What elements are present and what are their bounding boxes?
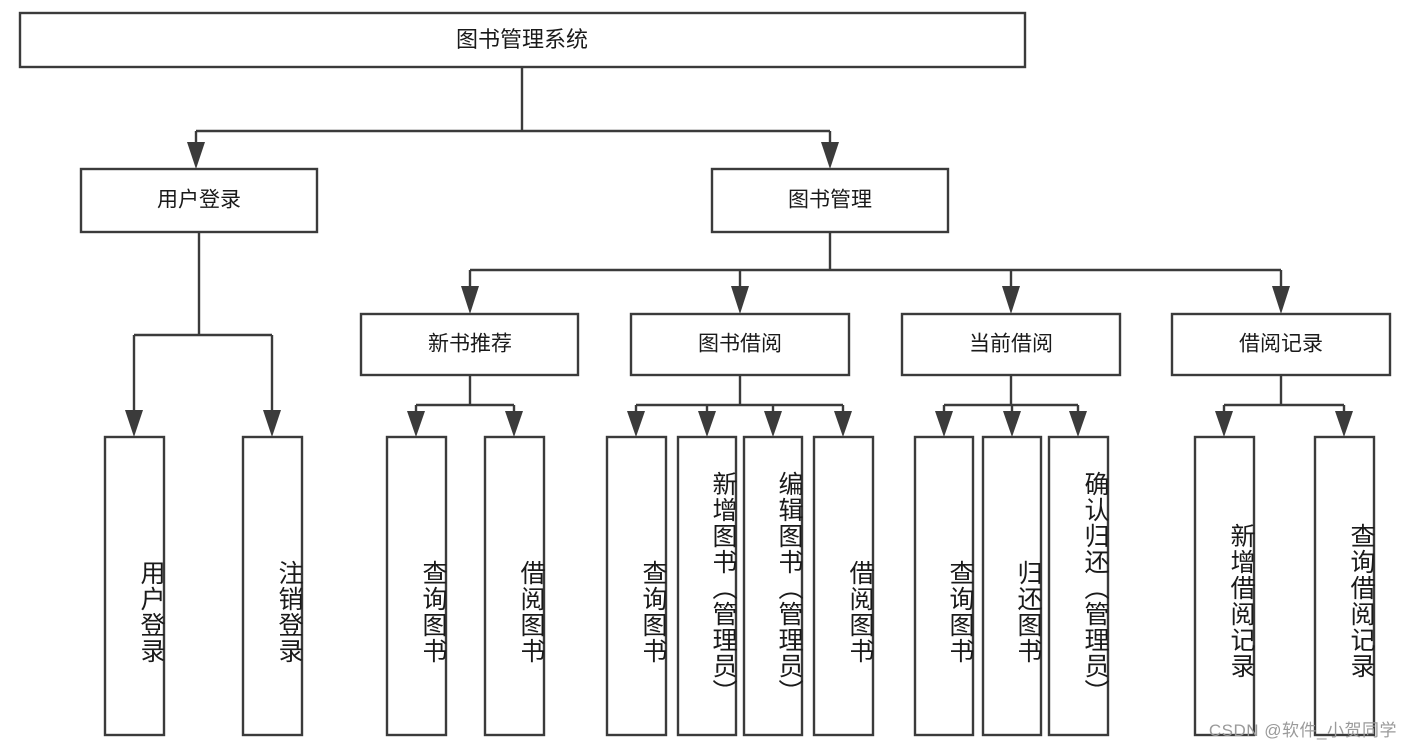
arrow-head-icon [263, 410, 281, 437]
node-label-borrow-record: 借阅记录 [1239, 333, 1323, 356]
leaf-box-borrow-book-2[interactable] [812, 435, 875, 737]
arrow-head-icon [627, 411, 645, 437]
node-label-root: 图书管理系统 [456, 27, 588, 52]
node-label-current-borrow: 当前借阅 [969, 333, 1053, 356]
leaf-box-query-book-3[interactable] [913, 435, 975, 737]
leaf-box-query-borrow-record[interactable] [1313, 435, 1376, 737]
arrow-head-icon [698, 411, 716, 437]
node-book-management[interactable]: 图书管理 [710, 167, 950, 234]
connector-newbook-to-leaves [407, 375, 523, 437]
node-root-system[interactable]: 图书管理系统 [18, 11, 1027, 69]
connector-bookborrow-to-leaves [627, 375, 852, 437]
arrow-head-icon [461, 286, 479, 314]
connector-borrowrecord-to-leaves [1215, 375, 1353, 437]
arrow-head-icon [1002, 286, 1020, 314]
arrow-head-icon [834, 411, 852, 437]
leaf-box-query-book-2[interactable] [605, 435, 668, 737]
node-user-login[interactable]: 用户登录 [79, 167, 319, 234]
arrow-head-icon [1335, 411, 1353, 437]
arrow-head-icon [1003, 411, 1021, 437]
arrow-head-icon [1069, 411, 1087, 437]
arrow-head-icon [407, 411, 425, 437]
arrow-head-icon [505, 411, 523, 437]
arrow-head-icon [1215, 411, 1233, 437]
arrow-head-icon [125, 410, 143, 437]
node-new-book-recommend[interactable]: 新书推荐 [359, 312, 580, 377]
arrow-head-icon [187, 142, 205, 169]
node-label-book-borrow: 图书借阅 [698, 333, 782, 356]
node-book-borrow[interactable]: 图书借阅 [629, 312, 851, 377]
leaf-box-user-login[interactable] [103, 435, 166, 737]
leaf-box-add-borrow-record[interactable] [1193, 435, 1256, 737]
leaf-box-user-logout[interactable] [241, 435, 304, 737]
connector-bookmgmt-to-level3 [461, 232, 1290, 314]
connector-userlogin-to-leaves [125, 232, 281, 437]
leaf-box-edit-book[interactable] [742, 435, 804, 737]
leaf-box-confirm-return[interactable] [1047, 435, 1110, 737]
connector-root-to-level2 [187, 67, 839, 169]
leaf-box-borrow-book-1[interactable] [483, 435, 546, 737]
leaf-box-return-book[interactable] [981, 435, 1043, 737]
arrow-head-icon [821, 142, 839, 169]
arrow-head-icon [731, 286, 749, 314]
connector-currentborrow-to-leaves [935, 375, 1087, 437]
arrow-head-icon [1272, 286, 1290, 314]
arrow-head-icon [935, 411, 953, 437]
node-borrow-record[interactable]: 借阅记录 [1170, 312, 1392, 377]
node-label-new-book-recommend: 新书推荐 [428, 333, 512, 356]
node-label-user-login: 用户登录 [157, 189, 241, 212]
node-label-book-management: 图书管理 [788, 189, 872, 212]
csdn-watermark: CSDN @软件_小贺同学 [1208, 721, 1397, 740]
leaf-box-query-book-1[interactable] [385, 435, 448, 737]
leaf-box-add-book[interactable] [676, 435, 738, 737]
arrow-head-icon [764, 411, 782, 437]
node-current-borrow[interactable]: 当前借阅 [900, 312, 1122, 377]
